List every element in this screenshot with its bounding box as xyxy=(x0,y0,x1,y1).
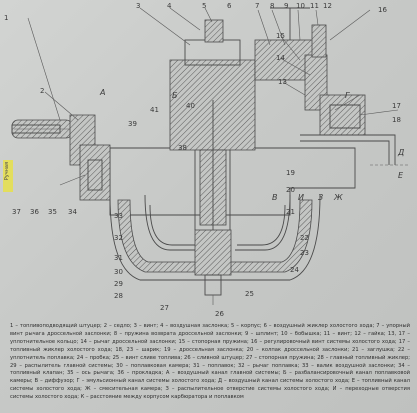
letter-e: Е xyxy=(398,171,404,180)
callout-33: 33 xyxy=(114,212,123,220)
callout-13: 13 xyxy=(278,78,287,86)
callout-9: 9 xyxy=(284,2,288,10)
letter-d: Д xyxy=(397,148,404,157)
callout-20: 20 xyxy=(286,186,295,194)
callout-31: 31 xyxy=(114,254,123,262)
callout-41: 41 xyxy=(150,106,159,114)
callout-24: 24 xyxy=(290,266,299,274)
callout-3: 3 xyxy=(136,2,140,10)
callout-6: 6 xyxy=(227,2,232,10)
callout-22: 22 xyxy=(300,234,309,242)
callout-30: 30 xyxy=(114,268,123,276)
callout-11: 11 xyxy=(310,2,319,10)
callout-27: 27 xyxy=(160,304,169,312)
callout-39: 39 xyxy=(128,120,137,128)
callout-8: 8 xyxy=(270,2,274,10)
side-tab-text: Ручная xyxy=(4,162,10,181)
callout-1: 1 xyxy=(4,14,8,22)
callout-19: 19 xyxy=(286,169,295,177)
callout-28: 28 xyxy=(114,292,123,300)
letter-g: Г xyxy=(345,91,350,100)
callout-10: 10 xyxy=(296,2,305,10)
letter-a: А xyxy=(99,88,105,97)
callout-35: 35 xyxy=(48,208,57,216)
callout-38: 38 xyxy=(178,144,187,152)
callout-36: 36 xyxy=(30,208,39,216)
carburetor-diagram: 1 2 3 4 5 6 7 8 9 10 11 12 16 15 14 13 1… xyxy=(4,2,408,318)
callout-23: 23 xyxy=(300,249,309,257)
callout-40: 40 xyxy=(186,102,195,110)
legend-text: 1 – топливоподводящий штуцер; 2 – седло;… xyxy=(10,323,410,401)
callout-25: 25 xyxy=(245,290,254,298)
callout-17: 17 xyxy=(392,102,401,110)
callout-34: 34 xyxy=(68,208,77,216)
letter-b: Б xyxy=(172,91,178,100)
callout-18: 18 xyxy=(392,116,401,124)
callout-16: 16 xyxy=(378,6,387,14)
callout-14: 14 xyxy=(276,54,285,62)
callout-29: 29 xyxy=(114,280,123,288)
callout-37: 37 xyxy=(12,208,21,216)
callout-15: 15 xyxy=(276,32,285,40)
letter-i: И xyxy=(298,193,304,202)
callout-5: 5 xyxy=(202,2,206,10)
callout-7: 7 xyxy=(255,2,259,10)
side-tab-label: Ручная xyxy=(3,160,13,192)
letter-v: В xyxy=(272,193,278,202)
callout-21: 21 xyxy=(286,208,295,216)
letter-z: З xyxy=(318,193,323,202)
callout-4: 4 xyxy=(167,2,172,10)
letter-zh: Ж xyxy=(333,193,343,202)
callout-12: 12 xyxy=(323,2,332,10)
callout-32: 32 xyxy=(114,234,123,242)
callout-26: 26 xyxy=(215,310,224,318)
callout-2: 2 xyxy=(40,87,44,95)
